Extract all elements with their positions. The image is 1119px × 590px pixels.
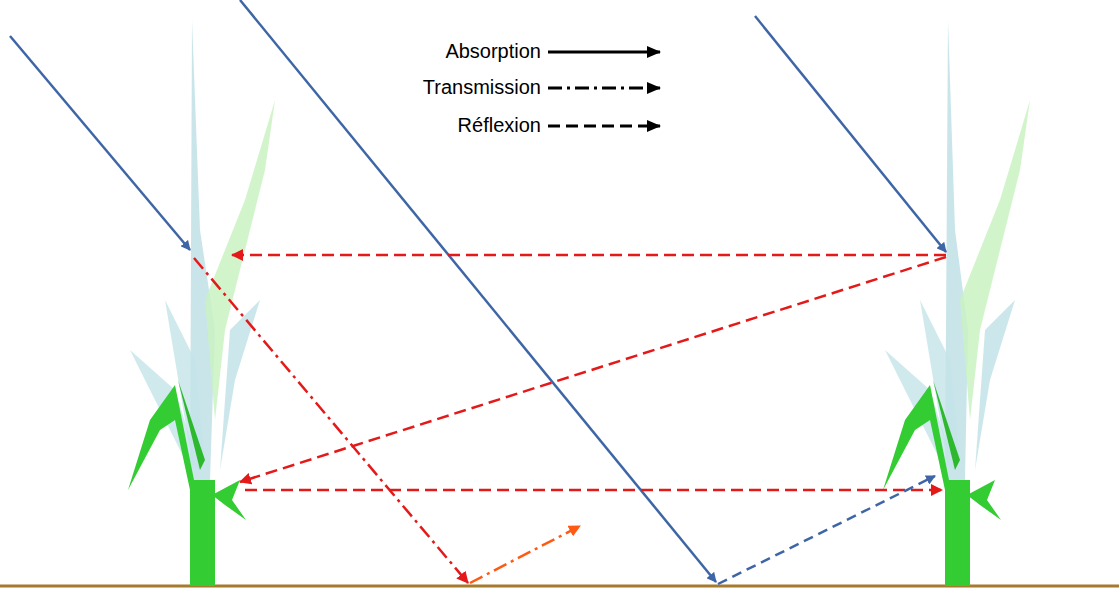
- transmitted-ray: [194, 258, 468, 583]
- soil-ray: [470, 526, 580, 583]
- incident-ray: [755, 16, 946, 252]
- legend-text: Absorption: [445, 39, 541, 63]
- plant-left: [128, 20, 275, 586]
- legend-text: Transmission: [423, 75, 541, 99]
- incident-ray: [240, 0, 716, 582]
- incident-ray: [10, 36, 190, 250]
- legend-sample-solid: [548, 51, 660, 54]
- plant-right: [883, 20, 1030, 586]
- reflected-ray: [240, 257, 946, 482]
- reflected-ray: [245, 489, 942, 492]
- ground-reflection: [718, 476, 935, 584]
- legend-text: Réflexion: [458, 113, 541, 137]
- legend-sample-dashed: [548, 125, 660, 128]
- reflected-ray: [232, 254, 946, 257]
- legend-sample-dashdot: [548, 87, 660, 90]
